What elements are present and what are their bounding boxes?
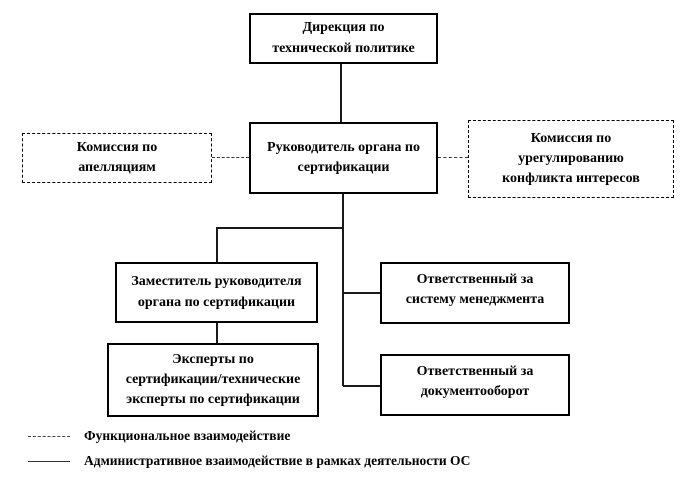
legend-administrative-label: Административное взаимодействие в рамках…	[84, 453, 471, 468]
connector-branch-left-horizontal	[216, 227, 343, 229]
node-head-label: Руководитель органа по сертификации	[267, 139, 420, 175]
legend-functional-label: Функциональное взаимодействие	[84, 428, 291, 443]
node-management-label: Ответственный за систему менеджмента	[405, 272, 545, 308]
node-conflict: Комиссия по урегулированию конфликта инт…	[468, 120, 674, 198]
node-conflict-label: Комиссия по урегулированию конфликта инт…	[502, 130, 640, 187]
node-directorate-label: Дирекция по технической политике	[272, 20, 415, 56]
node-experts: Эксперты по сертификации/технические экс…	[107, 343, 319, 417]
connector-deputy-experts	[216, 323, 218, 343]
node-head: Руководитель органа по сертификации	[249, 122, 438, 194]
connector-head-conflict-dashed	[438, 157, 468, 158]
connector-branch-docflow	[343, 385, 380, 387]
legend-administrative: Административное взаимодействие в рамках…	[28, 453, 470, 469]
legend-functional: Функциональное взаимодействие	[28, 428, 290, 444]
node-experts-label: Эксперты по сертификации/технические экс…	[125, 351, 301, 408]
connector-branch-management	[343, 292, 380, 294]
connector-head-main-vertical	[342, 194, 344, 386]
node-docflow-label: Ответственный за документооборот	[416, 364, 534, 400]
node-management: Ответственный за систему менеджмента	[380, 262, 570, 324]
dashed-line-sample	[28, 435, 70, 437]
node-appeals-label: Комиссия по апелляциям	[76, 139, 158, 175]
connector-directorate-head	[340, 64, 342, 122]
node-docflow: Ответственный за документооборот	[380, 354, 570, 416]
connector-branch-left-vertical	[216, 227, 218, 262]
node-directorate: Дирекция по технической политике	[249, 13, 438, 64]
connector-appeals-head-dashed	[212, 157, 249, 158]
node-appeals: Комиссия по апелляциям	[22, 133, 212, 183]
node-deputy-label: Заместитель руководителя органа по серти…	[131, 274, 302, 310]
solid-line-sample	[28, 460, 70, 462]
node-deputy: Заместитель руководителя органа по серти…	[115, 262, 318, 323]
